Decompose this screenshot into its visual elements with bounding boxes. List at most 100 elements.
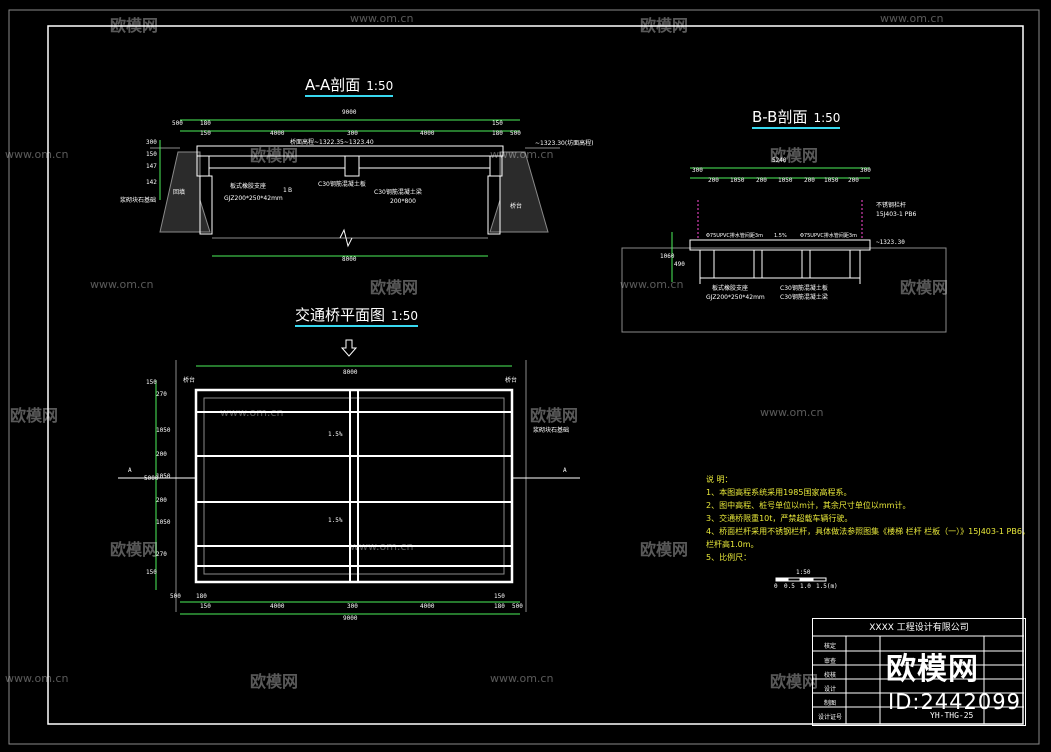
note-3: 3、交通桥限重10t，严禁超载车辆行驶。: [706, 514, 853, 523]
aa-mark: 1: [283, 187, 287, 194]
watermark-url-1: www.om.cn: [350, 12, 414, 25]
plan-inner: [203, 397, 505, 575]
aa-dim-total: 9000: [342, 109, 357, 116]
plan-mark-a-left: A: [128, 467, 132, 474]
aa-fill-right: 桥台: [510, 203, 523, 210]
watermark-brand-10: 欧模网: [640, 540, 689, 559]
bb-rail-label: 不锈钢栏杆: [876, 202, 907, 209]
bb-box-1: [713, 249, 755, 279]
aa-dim-span: 8000: [342, 256, 357, 263]
watermark-brand-7: 欧模网: [10, 406, 59, 425]
bb-dim-d9: 300: [860, 167, 871, 174]
aa-dim-h1: 300: [146, 139, 157, 146]
plan-dim-l3: 1050: [156, 427, 171, 434]
plan-dim-b4: 4000: [270, 603, 285, 610]
company-name: XXXX 工程设计有限公司: [869, 623, 969, 633]
aa-beam-mid: [344, 155, 360, 177]
watermark-brand-12: 欧模网: [770, 672, 819, 691]
plan-dim-b8: 180: [494, 603, 505, 610]
watermark-stamp-id: ID:2442099: [888, 690, 1021, 714]
aa-dim-left: 500: [172, 120, 183, 127]
plan-view-arrow: [340, 339, 358, 357]
drawing-number: YH-THG-25: [930, 711, 974, 720]
bb-rail-ref: 15J403-1 PB6: [876, 211, 917, 218]
aa-dim-h4: 142: [146, 179, 157, 186]
notes-header: 说 明：: [706, 475, 733, 484]
inner-border: [47, 25, 1024, 725]
bb-dim-d6: 200: [804, 177, 815, 184]
bb-dim-total: 5240: [772, 157, 787, 164]
aa-dim-l2: 180: [200, 120, 211, 127]
bb-title-text: B-B剖面: [752, 108, 808, 126]
tb-row-1: 核定: [823, 643, 836, 650]
aa-bearing-spec: GJZ200*250*42mm: [224, 195, 283, 202]
watermark-brand-8: 欧模网: [530, 406, 579, 425]
tb-row-2: 审查: [823, 658, 836, 665]
watermark-url-2: www.om.cn: [880, 12, 944, 25]
watermark-brand-2: 欧模网: [640, 16, 689, 35]
plan-slope-1: 1.5%: [328, 431, 343, 438]
scale-tick-2: 1.0: [800, 583, 811, 590]
plan-dim-top: 8000: [343, 369, 358, 376]
note-4b: 栏杆高1.0m。: [706, 540, 759, 549]
plan-dim-b2: 180: [196, 593, 207, 600]
aa-slab-label: C30钢筋混凝土板: [318, 181, 366, 188]
aa-mark2: B: [288, 187, 293, 194]
bb-dim-d8: 200: [848, 177, 859, 184]
title-block: XXXX 工程设计有限公司 核定 审查 校核 设计 制图 设计证号: [812, 618, 1026, 726]
aa-abut-left: [199, 175, 213, 235]
bb-box-2: [761, 249, 803, 279]
watermark-url-4: www.om.cn: [490, 148, 554, 161]
watermark-stamp: 欧模网: [886, 652, 979, 687]
watermark-url-3: www.om.cn: [5, 148, 69, 161]
bb-bearing-label: 板式橡胶支座: [712, 285, 749, 292]
aa-dim-l3: 150: [200, 130, 211, 137]
aa-deck-label: 桥面高程~1322.35~1323.40: [290, 139, 374, 146]
aa-dim-r1: 150: [492, 120, 503, 127]
tb-row-6: 设计证号: [817, 714, 842, 721]
bb-pipe-label: Φ75UPVC排水管间距3m: [706, 233, 763, 239]
aa-dim-mid2: 300: [347, 130, 358, 137]
aa-scale-text: 1:50: [366, 79, 394, 93]
aa-section: [150, 119, 560, 257]
note-4: 4、桥面栏杆采用不锈钢栏杆，具体做法参照图集《楼梯 栏杆 栏板（一）》15J40…: [706, 527, 1030, 536]
plan-view: [118, 339, 580, 615]
plan-dim-b9: 500: [512, 603, 523, 610]
plan-dim-b7: 150: [494, 593, 505, 600]
outer-border: [8, 9, 1040, 745]
design-notes: 说 明： 1、本图高程系统采用1985国家高程系。 2、图中高程、桩号单位以m计…: [706, 473, 1030, 564]
plan-slope-2: 1.5%: [328, 517, 343, 524]
scale-bar-label: 1:50: [796, 569, 811, 576]
watermark-url-6: www.om.cn: [620, 278, 684, 291]
plan-base-note: 浆砌块石基础: [533, 427, 570, 434]
title-block-lines: [812, 635, 1024, 724]
note-1: 1、本图高程系统采用1985国家高程系。: [706, 488, 852, 497]
note-2: 2、图中高程、桩号单位以m计，其余尺寸单位以mm计。: [706, 501, 911, 510]
aa-dim-h2: 150: [146, 151, 157, 158]
watermark-brand-9: 欧模网: [110, 540, 159, 559]
bb-scale-text: 1:50: [813, 111, 841, 125]
aa-bearing-label: 板式橡胶支座: [230, 183, 267, 190]
tb-row-5: 制图: [823, 700, 836, 707]
plan-dim-l8: 270: [156, 551, 167, 558]
plan-dim-b1: 500: [170, 593, 181, 600]
watermark-brand-3: 欧模网: [250, 146, 299, 165]
watermark-brand-4: 欧模网: [770, 146, 819, 165]
aa-dim-r2: 180: [492, 130, 503, 137]
tb-row-4: 设计: [823, 686, 836, 693]
plan-dim-l5: 1050: [156, 473, 171, 480]
plan-dim-b5: 300: [347, 603, 358, 610]
bb-bearing-spec: GJZ200*250*42mm: [706, 294, 765, 301]
note-5: 5、比例尺：: [706, 553, 752, 562]
watermark-brand-11: 欧模网: [250, 672, 299, 691]
aa-abut-right: [487, 175, 501, 235]
bb-dim-d4: 200: [756, 177, 767, 184]
aa-level-label: ~1323.30(坊面高程): [535, 140, 594, 147]
bb-slope-label: 1.5%: [774, 233, 787, 239]
bb-c30-label: C30钢筋混凝土板: [780, 285, 828, 292]
aa-beam-size: 200*800: [390, 198, 416, 205]
bb-dim-h1: 1060: [660, 253, 675, 260]
aa-base-label: 浆砌块石基础: [120, 197, 157, 204]
